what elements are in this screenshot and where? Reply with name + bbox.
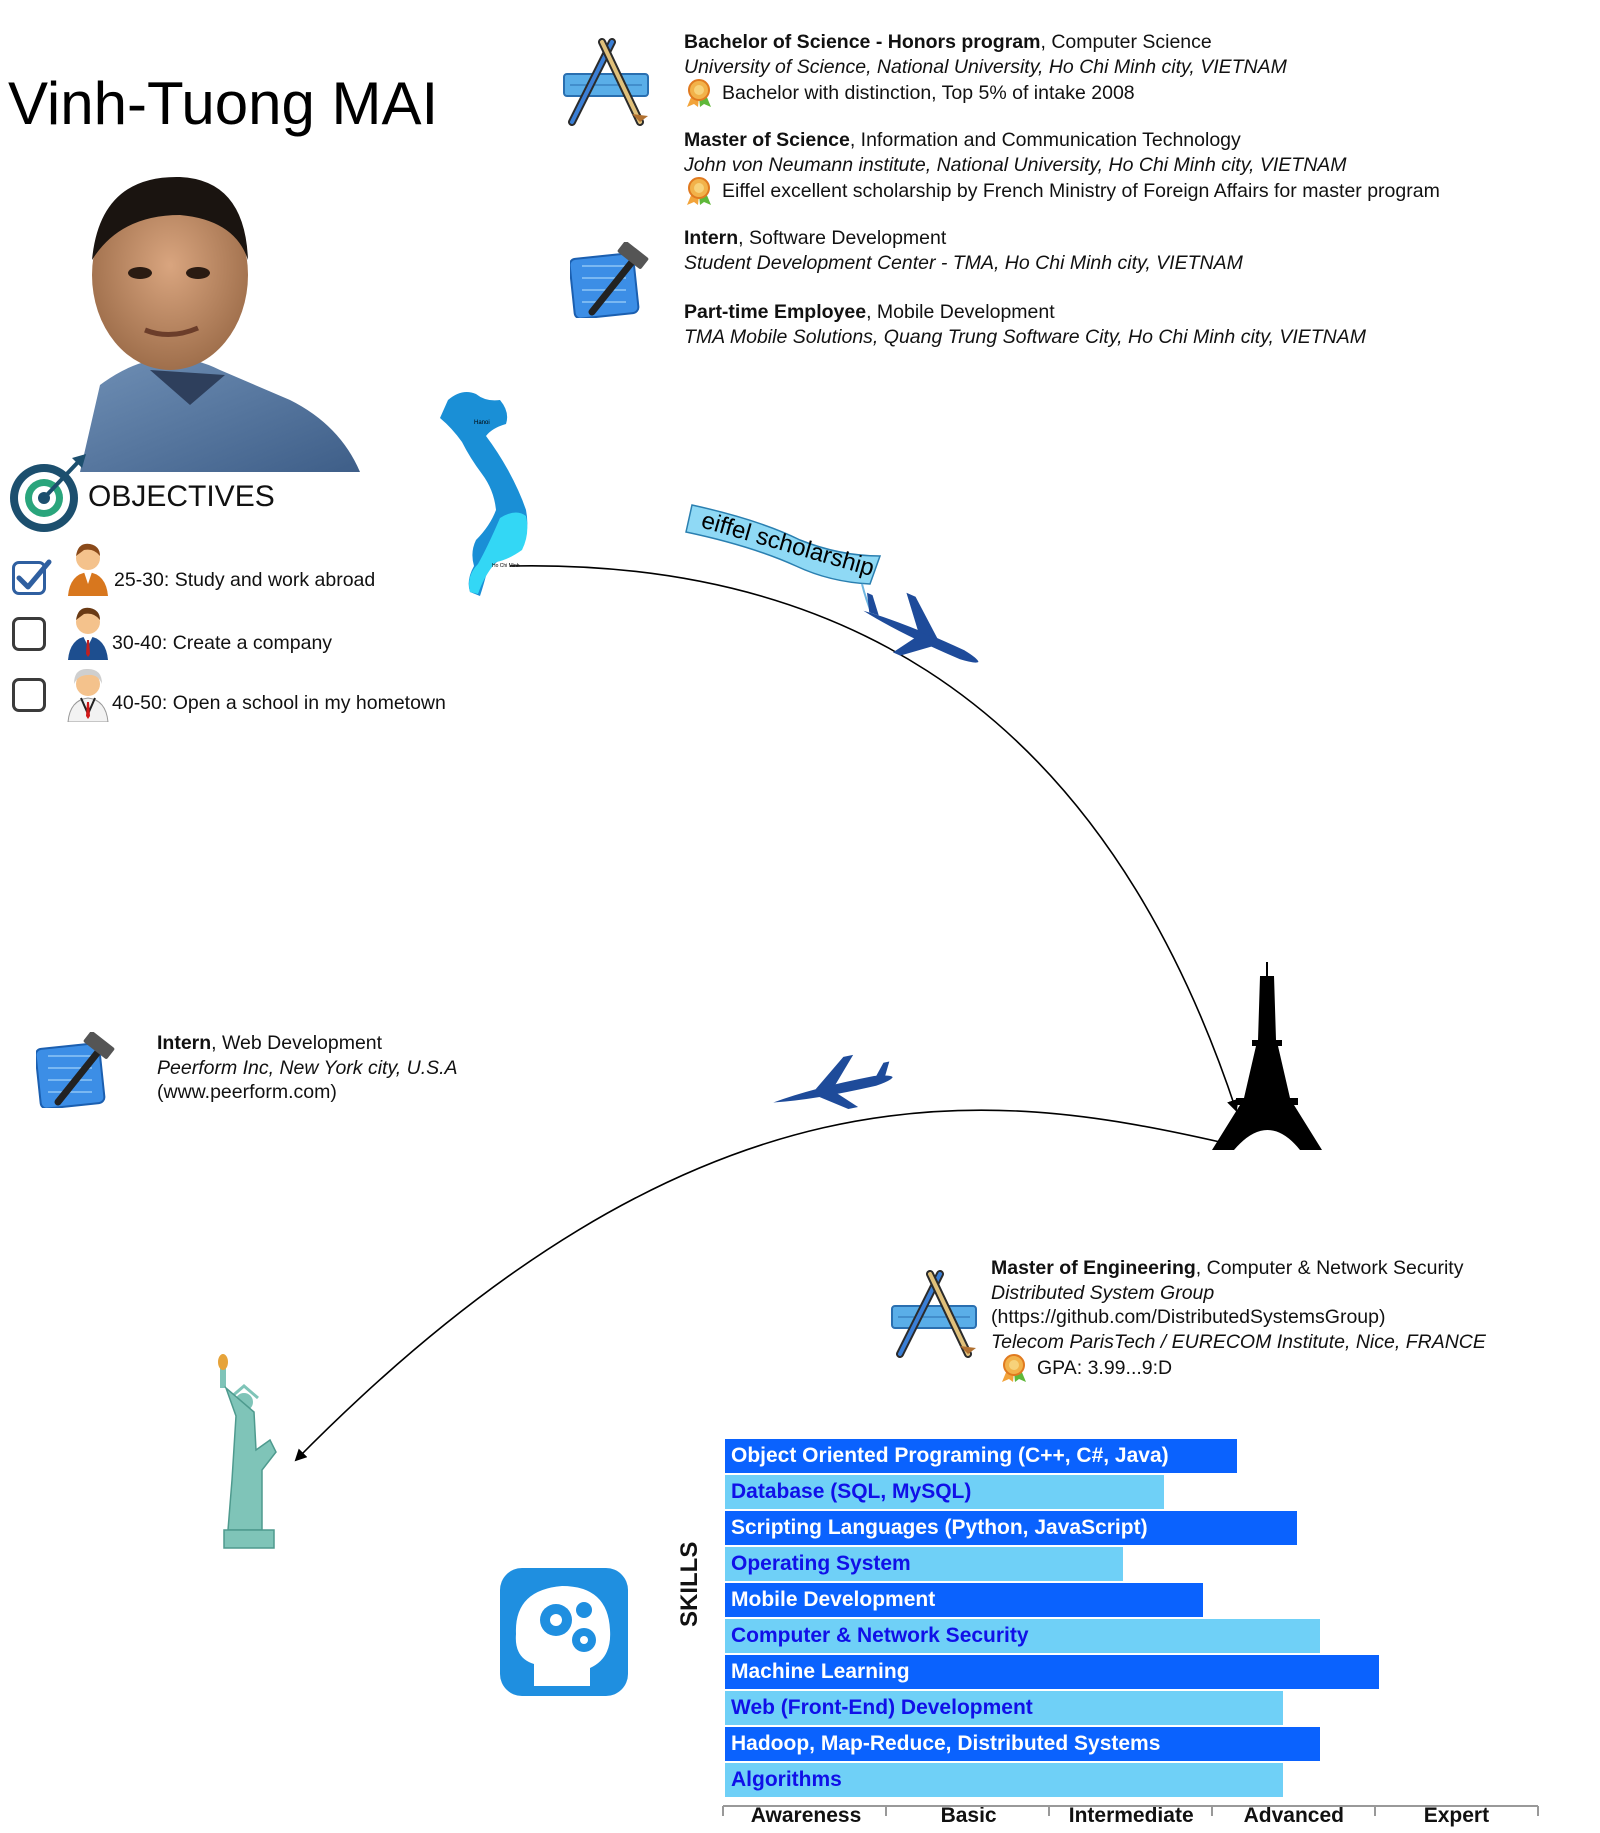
skill-level-tick-label: Advanced [1243,1804,1344,1827]
map-label-south: Ho Chi Minh [492,563,520,569]
skill-bar: Object Oriented Programing (C++, C#, Jav… [725,1439,1237,1473]
education-bachelor: Bachelor of Science - Honors program, Co… [684,30,1287,107]
degree-title: Bachelor of Science - Honors program [684,31,1041,53]
flight-arc-paris-newyork [294,1109,1221,1462]
role-field: , Mobile Development [866,301,1055,323]
skill-bar: Database (SQL, MySQL) [725,1475,1164,1509]
skill-label: Web (Front-End) Development [731,1696,1033,1719]
vietnam-map-icon: Hanoi Ho Chi Minh [440,392,528,596]
xcode-hammer-icon [570,242,649,318]
target-icon [10,454,86,532]
person-name: Vinh-Tuong MAI [8,70,439,137]
checkmark-icon [16,559,52,590]
research-group: Distributed System Group [991,1281,1215,1304]
company-website: (www.peerform.com) [157,1081,337,1103]
award-medal-icon [684,177,714,205]
skill-level-tick-label: Intermediate [1068,1804,1194,1827]
company: TMA Mobile Solutions, Quang Trung Softwa… [684,325,1367,348]
work-intern-web: Intern, Web Development Peerform Inc, Ne… [157,1031,458,1105]
skill-bar: Mobile Development [725,1583,1203,1617]
xcode-hammer-icon-usa [36,1032,115,1108]
work-intern-software: Intern, Software Development Student Dev… [684,226,1243,275]
flight-arc-vietnam-paris [509,564,1239,1112]
skill-bar: Machine Learning [725,1655,1379,1689]
app-store-pencil-icon-france [891,1270,977,1358]
skill-bar: Operating System [725,1547,1123,1581]
skills-axis-label: SKILLS [676,1541,703,1627]
objective-checkbox-2[interactable] [12,617,46,651]
skill-bar: Hadoop, Map-Reduce, Distributed Systems [725,1727,1320,1761]
education-master-engineering: Master of Engineering, Computer & Networ… [991,1256,1486,1382]
company: Student Development Center - TMA, Ho Chi… [684,251,1243,274]
app-store-pencil-icon [563,38,649,126]
degree-title: Master of Engineering [991,1257,1196,1279]
skill-label: Database (SQL, MySQL) [731,1480,972,1503]
objectives-title: OBJECTIVES [88,480,275,513]
objective-checkbox-3[interactable] [12,678,46,712]
map-label-north: Hanoi [474,420,490,426]
institution: Telecom ParisTech / EURECOM Institute, N… [991,1330,1486,1353]
skill-level-tick-label: Expert [1423,1804,1490,1827]
award-text: GPA: 3.99...9:D [1037,1357,1173,1379]
skill-label: Scripting Languages (Python, JavaScript) [731,1516,1148,1539]
role-title: Intern [684,227,739,249]
skill-bar: Web (Front-End) Development [725,1691,1283,1725]
degree-field: , Computer & Network Security [1195,1257,1464,1279]
profile-photo [80,176,360,472]
objective-text-3: 40-50: Open a school in my hometown [112,692,446,714]
degree-field: , Computer Science [1040,31,1212,53]
skill-label: Operating System [731,1552,911,1575]
role-field: , Software Development [738,227,947,249]
degree-field: , Information and Communication Technolo… [849,129,1241,151]
research-group-url: (https://github.com/DistributedSystemsGr… [991,1306,1386,1328]
work-part-time-mobile: Part-time Employee, Mobile Development T… [684,300,1366,349]
skill-label: Machine Learning [731,1660,910,1683]
skill-bar: Scripting Languages (Python, JavaScript) [725,1511,1297,1545]
institution: John von Neumann institute, National Uni… [684,153,1347,176]
degree-title: Master of Science [684,129,850,151]
role-title: Part-time Employee [684,301,867,323]
skill-label: Computer & Network Security [731,1624,1029,1647]
skill-bar: Computer & Network Security [725,1619,1320,1653]
brain-gears-icon [500,1568,628,1696]
skill-level-tick-label: Basic [940,1804,997,1827]
eiffel-scholarship-banner: eiffel scholarship [685,504,882,615]
role-title: Intern [157,1032,212,1054]
young-person-icon [68,543,108,596]
skill-label: Mobile Development [731,1588,936,1611]
eiffel-tower-icon [1212,962,1322,1150]
skill-label: Algorithms [731,1768,842,1791]
teacher-icon [67,668,109,722]
company: Peerform Inc, New York city, U.S.A [157,1056,458,1079]
objective-text-1: 25-30: Study and work abroad [114,569,376,591]
skill-bar: Algorithms [725,1763,1283,1797]
award-text: Bachelor with distinction, Top 5% of int… [722,82,1135,104]
education-master-science: Master of Science, Information and Commu… [684,128,1440,205]
objective-checkbox-1[interactable] [12,559,52,595]
skill-label: Hadoop, Map-Reduce, Distributed Systems [731,1732,1161,1755]
role-field: , Web Development [211,1032,383,1054]
banner-text: eiffel scholarship [698,507,877,582]
airplane-icon [863,592,979,663]
airplane-icon-2 [773,1054,893,1110]
award-medal-icon [999,1354,1029,1382]
businessman-icon [68,607,108,660]
award-medal-icon [684,79,714,107]
skill-level-tick-label: Awareness [750,1804,862,1827]
objective-text-2: 30-40: Create a company [112,632,333,654]
institution: University of Science, National Universi… [684,55,1287,78]
statue-of-liberty-icon [218,1354,277,1549]
skill-label: Object Oriented Programing (C++, C#, Jav… [731,1444,1169,1467]
award-text: Eiffel excellent scholarship by French M… [722,180,1440,202]
